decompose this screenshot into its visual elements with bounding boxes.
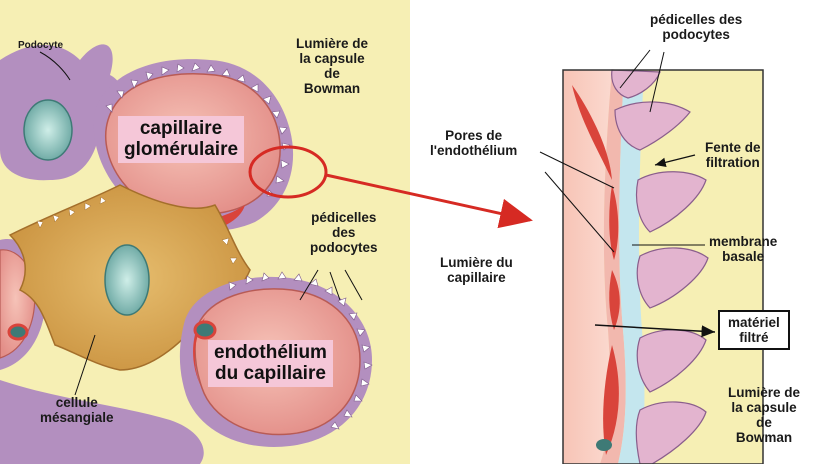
- label-endothelium-capillaire: endothélium du capillaire: [208, 340, 333, 387]
- label-lumiere-capillaire: Lumière du capillaire: [440, 255, 513, 285]
- endothelial-nucleus-zoom: [596, 439, 612, 451]
- label-podocyte: Podocyte: [18, 40, 63, 51]
- label-materiel-filtre: matériel filtré: [718, 310, 790, 350]
- podocyte-nucleus: [24, 100, 72, 160]
- label-pedicelles-left: pédicelles des podocytes: [310, 210, 378, 255]
- mesangial-nucleus: [105, 245, 149, 315]
- label-cellule-mesangiale: cellule mésangiale: [40, 395, 114, 425]
- label-pores-endothelium: Pores de l'endothélium: [430, 128, 517, 158]
- label-lumiere-capsule-bottom: Lumière de la capsule de Bowman: [728, 385, 800, 445]
- label-pedicelles-right: pédicelles des podocytes: [650, 12, 742, 42]
- label-membrane-basale: membrane basale: [709, 234, 777, 264]
- label-lumiere-capsule-top: Lumière de la capsule de Bowman: [296, 36, 368, 96]
- label-fente-filtration: Fente de filtration: [705, 140, 761, 170]
- label-capillaire-glomerulaire: capillaire glomérulaire: [118, 116, 244, 163]
- endothelial-nucleus-bottom: [195, 322, 215, 338]
- endothelial-nucleus-left: [9, 325, 27, 339]
